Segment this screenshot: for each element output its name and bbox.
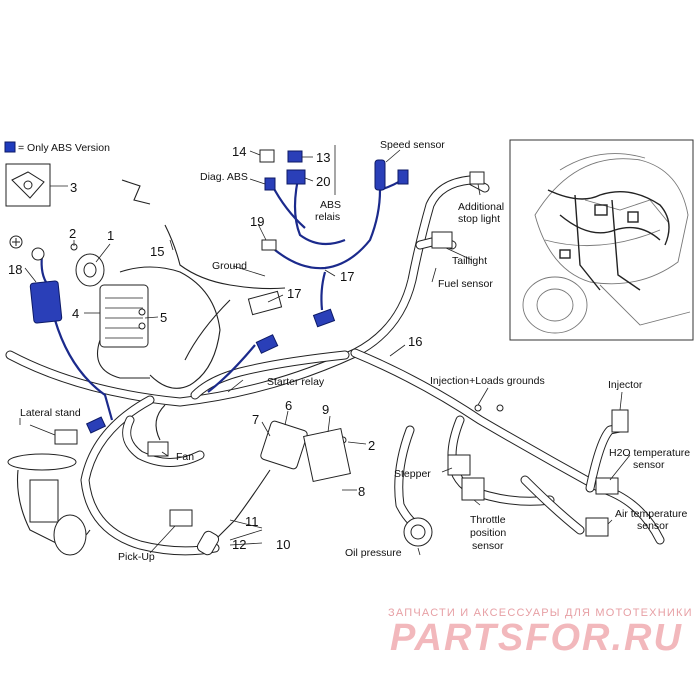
throttle-sensor [461, 477, 485, 501]
label-h2o-temp-1: H2O temperature [609, 447, 690, 459]
part-number-17b: 17 [287, 286, 301, 301]
label-additional-stop-1: Additional [458, 201, 504, 213]
label-throttle-2: position [470, 527, 506, 539]
label-fuel-sensor: Fuel sensor [438, 278, 493, 290]
part-number-9: 9 [322, 402, 329, 417]
label-lateral-stand: Lateral stand [20, 407, 81, 419]
injector [611, 409, 629, 433]
fuel-pump [7, 453, 91, 556]
label-oil-pressure: Oil pressure [345, 547, 402, 559]
label-diag-abs: Diag. ABS [200, 171, 248, 183]
part-number-15: 15 [150, 244, 164, 259]
label-injector: Injector [608, 379, 643, 391]
component-labels: Diag. ABS ABS relais Speed sensor Additi… [20, 139, 690, 563]
label-air-temp-2: sensor [637, 520, 669, 532]
voltage-regulator [99, 284, 149, 348]
abs-relay-20 [286, 169, 306, 185]
part-number-1: 1 [107, 228, 114, 243]
regulator-wire [119, 266, 221, 389]
abs-legend-swatch [4, 141, 16, 153]
part-number-14: 14 [232, 144, 246, 159]
part-number-16: 16 [408, 334, 422, 349]
part-number-18: 18 [8, 262, 22, 277]
label-starter-relay: Starter relay [267, 376, 325, 388]
label-abs-relais-1: ABS [320, 199, 341, 211]
part-10-cable [209, 469, 271, 546]
speed-sensor-connector [397, 169, 409, 185]
label-taillight: Taillight [452, 255, 487, 267]
label-air-temp-1: Air temperature [615, 508, 688, 520]
pickup-sensor [169, 509, 193, 527]
label-fan: Fan [176, 451, 194, 463]
label-abs-relais-2: relais [315, 211, 340, 223]
abs-connector-stand [85, 416, 107, 434]
motorcycle-harness [547, 189, 670, 291]
part-9-plate [303, 427, 351, 483]
bolt-icon [474, 404, 504, 412]
air-temp-sensor [585, 517, 609, 537]
lower-harness [80, 395, 220, 556]
label-pick-up: Pick-Up [118, 551, 155, 563]
part-12-cap [196, 530, 220, 556]
leader-lines [19, 145, 631, 556]
abs-connector-17 [312, 308, 336, 328]
part-6-relay [260, 420, 308, 470]
label-throttle-3: sensor [472, 540, 504, 552]
main-harness [5, 175, 665, 545]
part-number-11: 11 [245, 514, 259, 529]
label-ground: Ground [212, 260, 247, 272]
abs-wiring [40, 169, 406, 421]
stop-light-connector [469, 171, 485, 185]
lateral-stand-switch [54, 429, 78, 445]
bracket-part [121, 179, 151, 205]
part-number-8: 8 [358, 484, 365, 499]
part-numbers: 1 2 2 3 4 5 6 7 8 9 10 11 12 13 14 15 16… [8, 144, 422, 552]
label-stepper: Stepper [394, 468, 431, 480]
diag-abs-connector [264, 177, 276, 191]
ring-terminal [31, 247, 45, 261]
connector-19 [261, 239, 277, 251]
plus-circle-icon [9, 235, 23, 249]
taillight-connector [431, 231, 453, 249]
part-14 [259, 149, 275, 163]
label-h2o-temp-2: sensor [633, 459, 665, 471]
ground-cable [164, 224, 286, 290]
watermark-tagline: ЗАПЧАСТИ И АКСЕССУАРЫ ДЛЯ МОТОТЕХНИКИ [388, 607, 693, 619]
abs-module [29, 280, 63, 324]
part-number-19: 19 [250, 214, 264, 229]
watermark-brand: PARTSFOR.RU [390, 617, 683, 659]
part-number-6: 6 [285, 398, 292, 413]
label-injection-loads: Injection+Loads grounds [430, 375, 545, 387]
part-number-10: 10 [276, 537, 290, 552]
part-number-13: 13 [316, 150, 330, 165]
part-number-2b: 2 [368, 438, 375, 453]
label-additional-stop-2: stop light [458, 213, 500, 225]
part-number-12: 12 [232, 537, 246, 552]
h2o-temp-sensor [595, 477, 619, 495]
part-number-3: 3 [70, 180, 77, 195]
part-number-5: 5 [160, 310, 167, 325]
part-number-17: 17 [340, 269, 354, 284]
relay-group-17 [247, 290, 283, 316]
abs-relay-13 [287, 150, 303, 163]
speed-sensor [374, 159, 386, 191]
part-number-7: 7 [252, 412, 259, 427]
inset-motorcycle-view [509, 139, 694, 341]
abs-connector-lower [255, 334, 279, 354]
label-speed-sensor: Speed sensor [380, 139, 445, 151]
part-number-20: 20 [316, 174, 330, 189]
stepper-connector [447, 454, 471, 476]
part-number-4: 4 [72, 306, 79, 321]
part-number-2: 2 [69, 226, 76, 241]
legend-text: = Only ABS Version [18, 142, 110, 154]
label-throttle-1: Throttle [470, 514, 506, 526]
